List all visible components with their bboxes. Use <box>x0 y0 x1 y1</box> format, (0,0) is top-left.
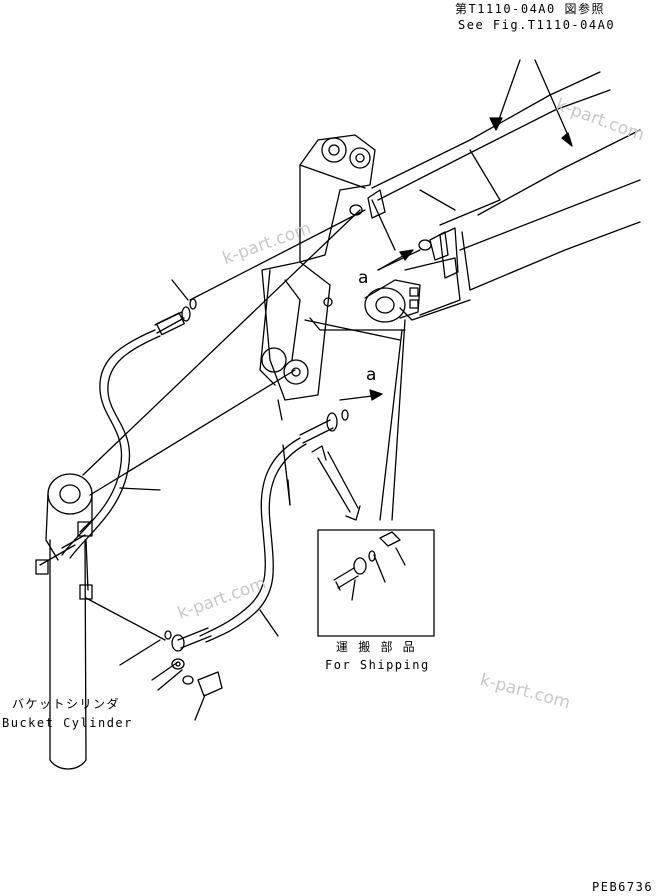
shipping-label-en: For Shipping <box>325 658 430 672</box>
view-arrows <box>339 117 573 401</box>
drawing-code: PEB6736 <box>592 880 654 894</box>
pin-boss <box>364 279 421 323</box>
shipping-label-jp: 運 搬 部 品 <box>336 640 417 654</box>
arm-structure <box>371 71 641 521</box>
bucket-cylinder-label-en: Bucket Cylinder <box>2 716 133 730</box>
view-a-label-lower: a <box>366 365 377 385</box>
shipping-box <box>317 529 435 637</box>
bucket-cylinder-label-jp: バケットシリンダ <box>12 697 121 711</box>
see-figure-label-jp: 第T1110-04A0 図参照 <box>455 2 605 16</box>
upper-hose <box>61 298 197 559</box>
shipping-arrow <box>311 445 361 521</box>
lower-hose <box>164 409 349 697</box>
bucket-cylinder <box>35 473 93 770</box>
view-a-label-upper: a <box>358 268 369 288</box>
bucket-link <box>259 134 406 506</box>
upper-fittings <box>349 189 449 271</box>
see-figure-label-en: See Fig.T1110-04A0 <box>458 18 616 32</box>
leader-lines <box>82 59 571 721</box>
